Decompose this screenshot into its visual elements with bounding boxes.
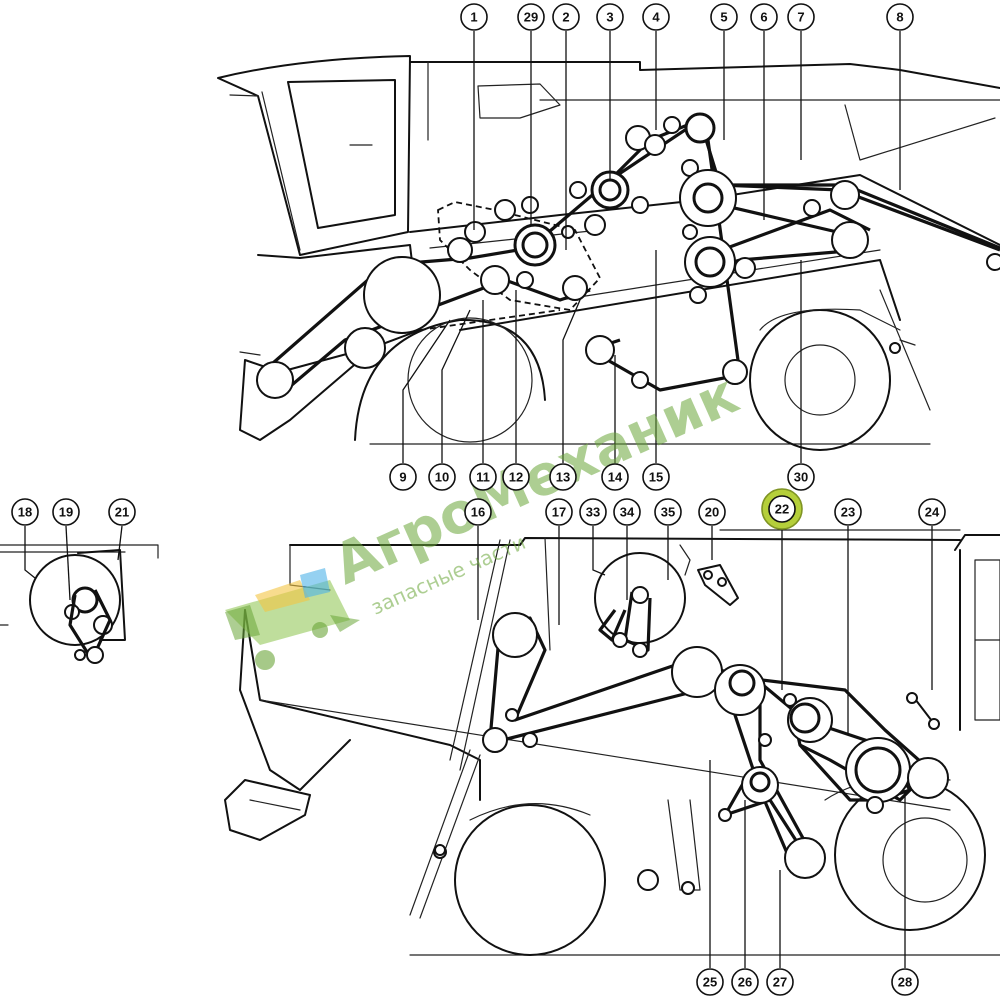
- bottom-combine-drawing: [224, 529, 1000, 956]
- callout-22[interactable]: 22: [761, 488, 803, 530]
- callout-30[interactable]: 30: [787, 463, 815, 491]
- callout-20[interactable]: 20: [698, 498, 726, 526]
- svg-text:3: 3: [606, 10, 613, 25]
- svg-text:1: 1: [470, 10, 477, 25]
- callouts: 1 29 2 3 4 5 6 7 8 9 10 11 12 13 14 15 3…: [11, 3, 946, 996]
- callout-25[interactable]: 25: [696, 968, 724, 996]
- svg-text:10: 10: [435, 470, 449, 485]
- svg-text:14: 14: [608, 470, 623, 485]
- callout-15[interactable]: 15: [642, 463, 670, 491]
- watermark-brand: АгроМеханик: [324, 362, 748, 598]
- svg-text:27: 27: [773, 975, 787, 990]
- callout-28[interactable]: 28: [891, 968, 919, 996]
- svg-text:8: 8: [896, 10, 903, 25]
- svg-text:33: 33: [586, 505, 600, 520]
- svg-text:11: 11: [476, 470, 490, 485]
- svg-text:30: 30: [794, 470, 808, 485]
- callout-9[interactable]: 9: [389, 463, 417, 491]
- svg-text:23: 23: [841, 505, 855, 520]
- svg-text:22: 22: [775, 502, 789, 517]
- callout-14[interactable]: 14: [601, 463, 629, 491]
- callout-1[interactable]: 1: [460, 3, 488, 31]
- small-detail-drawing: [0, 544, 159, 664]
- combine-harvester-icon: [225, 568, 360, 670]
- svg-text:19: 19: [59, 505, 73, 520]
- callout-10[interactable]: 10: [428, 463, 456, 491]
- svg-text:26: 26: [738, 975, 752, 990]
- callout-12[interactable]: 12: [502, 463, 530, 491]
- top-combine-drawing: [217, 55, 1000, 451]
- svg-text:6: 6: [760, 10, 767, 25]
- callout-6[interactable]: 6: [750, 3, 778, 31]
- callout-16[interactable]: 16: [464, 498, 492, 526]
- callout-11[interactable]: 11: [469, 463, 497, 491]
- callout-17[interactable]: 17: [545, 498, 573, 526]
- callout-33[interactable]: 33: [579, 498, 607, 526]
- callout-5[interactable]: 5: [710, 3, 738, 31]
- callout-2[interactable]: 2: [552, 3, 580, 31]
- callout-7[interactable]: 7: [787, 3, 815, 31]
- callout-13[interactable]: 13: [549, 463, 577, 491]
- callout-8[interactable]: 8: [886, 3, 914, 31]
- svg-text:4: 4: [652, 10, 660, 25]
- svg-text:13: 13: [556, 470, 570, 485]
- callout-34[interactable]: 34: [613, 498, 641, 526]
- callout-4[interactable]: 4: [642, 3, 670, 31]
- callout-35[interactable]: 35: [654, 498, 682, 526]
- svg-text:24: 24: [925, 505, 940, 520]
- svg-text:5: 5: [720, 10, 727, 25]
- callout-18[interactable]: 18: [11, 498, 39, 526]
- leader-lines: [24, 31, 933, 968]
- callout-27[interactable]: 27: [766, 968, 794, 996]
- svg-text:12: 12: [509, 470, 523, 485]
- svg-text:9: 9: [399, 470, 406, 485]
- svg-text:15: 15: [649, 470, 663, 485]
- callout-26[interactable]: 26: [731, 968, 759, 996]
- svg-text:18: 18: [18, 505, 32, 520]
- svg-text:29: 29: [524, 10, 538, 25]
- svg-text:34: 34: [620, 505, 635, 520]
- callout-23[interactable]: 23: [834, 498, 862, 526]
- svg-text:2: 2: [562, 10, 569, 25]
- callout-19[interactable]: 19: [52, 498, 80, 526]
- callout-29[interactable]: 29: [517, 3, 545, 31]
- svg-text:25: 25: [703, 975, 717, 990]
- svg-text:20: 20: [705, 505, 719, 520]
- svg-text:7: 7: [797, 10, 804, 25]
- svg-text:28: 28: [898, 975, 912, 990]
- callout-3[interactable]: 3: [596, 3, 624, 31]
- callout-21[interactable]: 21: [108, 498, 136, 526]
- callout-24[interactable]: 24: [918, 498, 946, 526]
- svg-text:35: 35: [661, 505, 675, 520]
- svg-text:21: 21: [115, 505, 129, 520]
- svg-text:17: 17: [552, 505, 566, 520]
- svg-text:16: 16: [471, 505, 485, 520]
